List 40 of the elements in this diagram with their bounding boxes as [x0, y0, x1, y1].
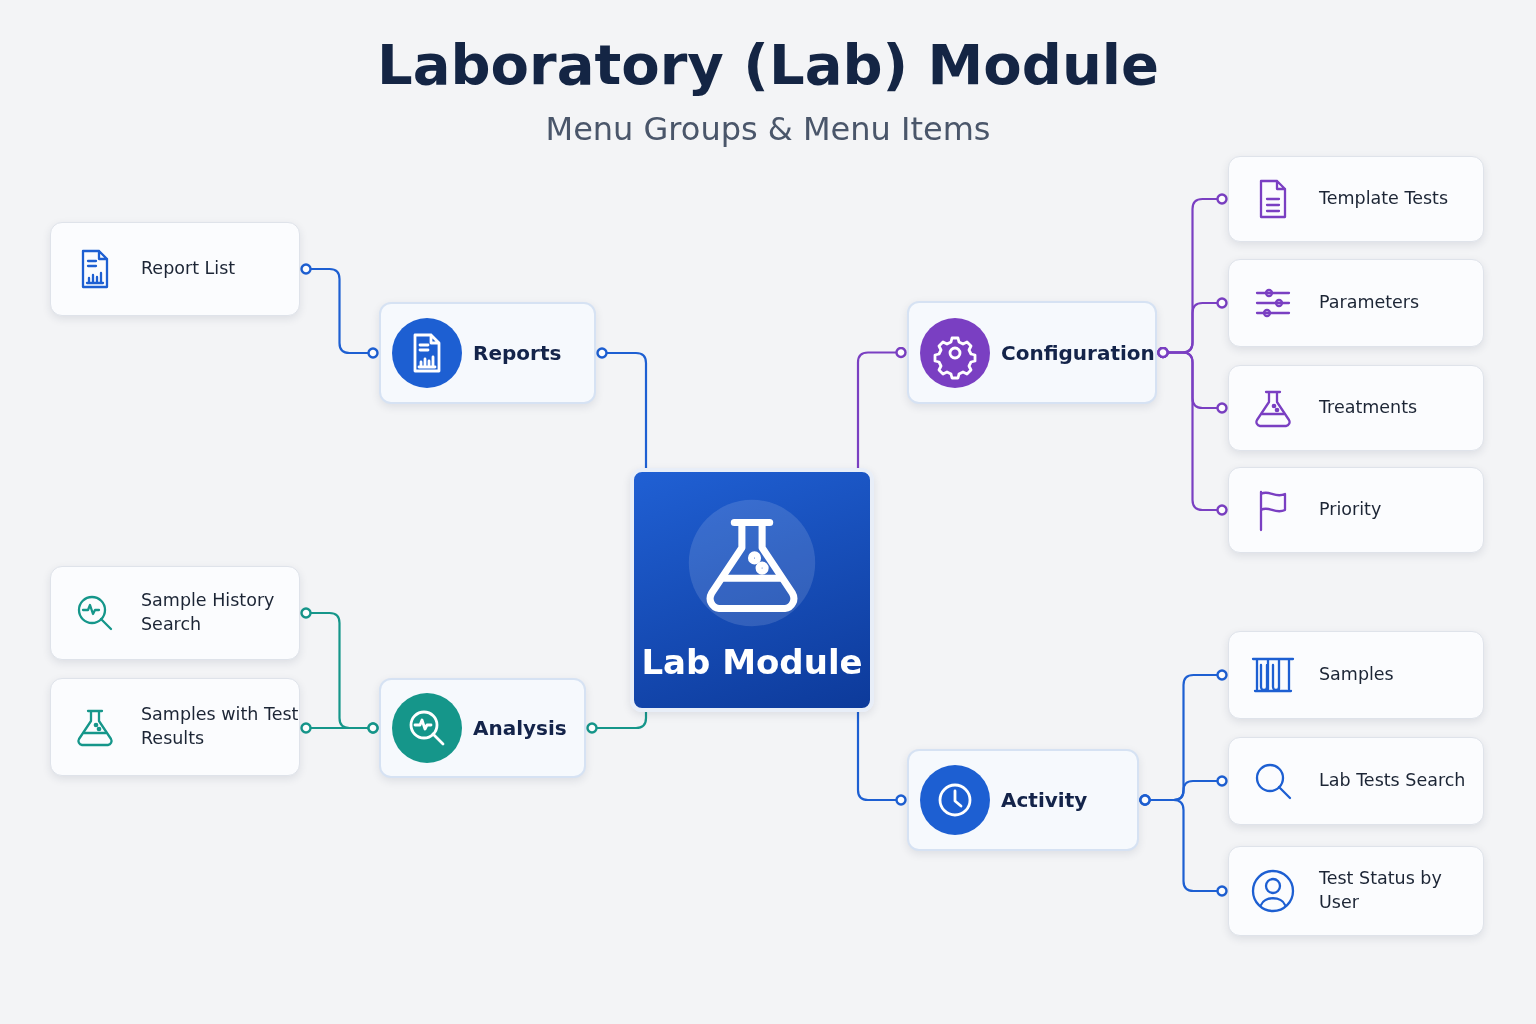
group-label: Activity — [1001, 788, 1088, 812]
item-label: Report List — [141, 257, 236, 281]
module-label: Lab Module — [641, 642, 863, 682]
item-label: Template Tests — [1319, 187, 1448, 211]
item-label: Lab Tests Search — [1319, 769, 1466, 793]
item-label: Priority — [1319, 498, 1382, 522]
menu-item-card — [1228, 259, 1484, 347]
menu-item-card — [50, 566, 300, 660]
menu-item-card — [1228, 737, 1484, 825]
connector — [300, 263, 379, 359]
connector — [1157, 346, 1228, 516]
item-label: Samples with Test Results — [141, 703, 299, 750]
menu-item-card — [1228, 631, 1484, 719]
connector — [596, 347, 648, 468]
connector — [856, 346, 907, 468]
menu-item-card — [50, 678, 300, 776]
group-card — [379, 302, 596, 404]
menu-item-card — [1228, 365, 1484, 451]
module-card — [630, 468, 874, 712]
item-label: Treatments — [1319, 396, 1418, 420]
group-card — [907, 749, 1139, 851]
group-label: Reports — [473, 341, 562, 365]
group-label: Analysis — [473, 716, 567, 740]
group-card — [907, 301, 1157, 404]
group-label: Configuration — [1001, 340, 1155, 365]
connector — [586, 712, 648, 734]
connector — [856, 712, 907, 806]
item-label: Test Status by User — [1319, 867, 1443, 914]
item-label: Parameters — [1319, 291, 1420, 315]
connector — [1139, 794, 1228, 897]
menu-item-card — [1228, 467, 1484, 553]
menu-item-card — [50, 222, 300, 316]
title: Laboratory (Lab) Module — [377, 32, 1159, 97]
menu-item-card — [1228, 156, 1484, 242]
item-label: Samples — [1319, 663, 1394, 687]
subtitle: Menu Groups & Menu Items — [545, 110, 991, 148]
menu-item-card — [1228, 846, 1484, 936]
group-card — [379, 678, 586, 778]
connector — [300, 722, 379, 734]
item-label: Sample History Search — [141, 589, 276, 636]
